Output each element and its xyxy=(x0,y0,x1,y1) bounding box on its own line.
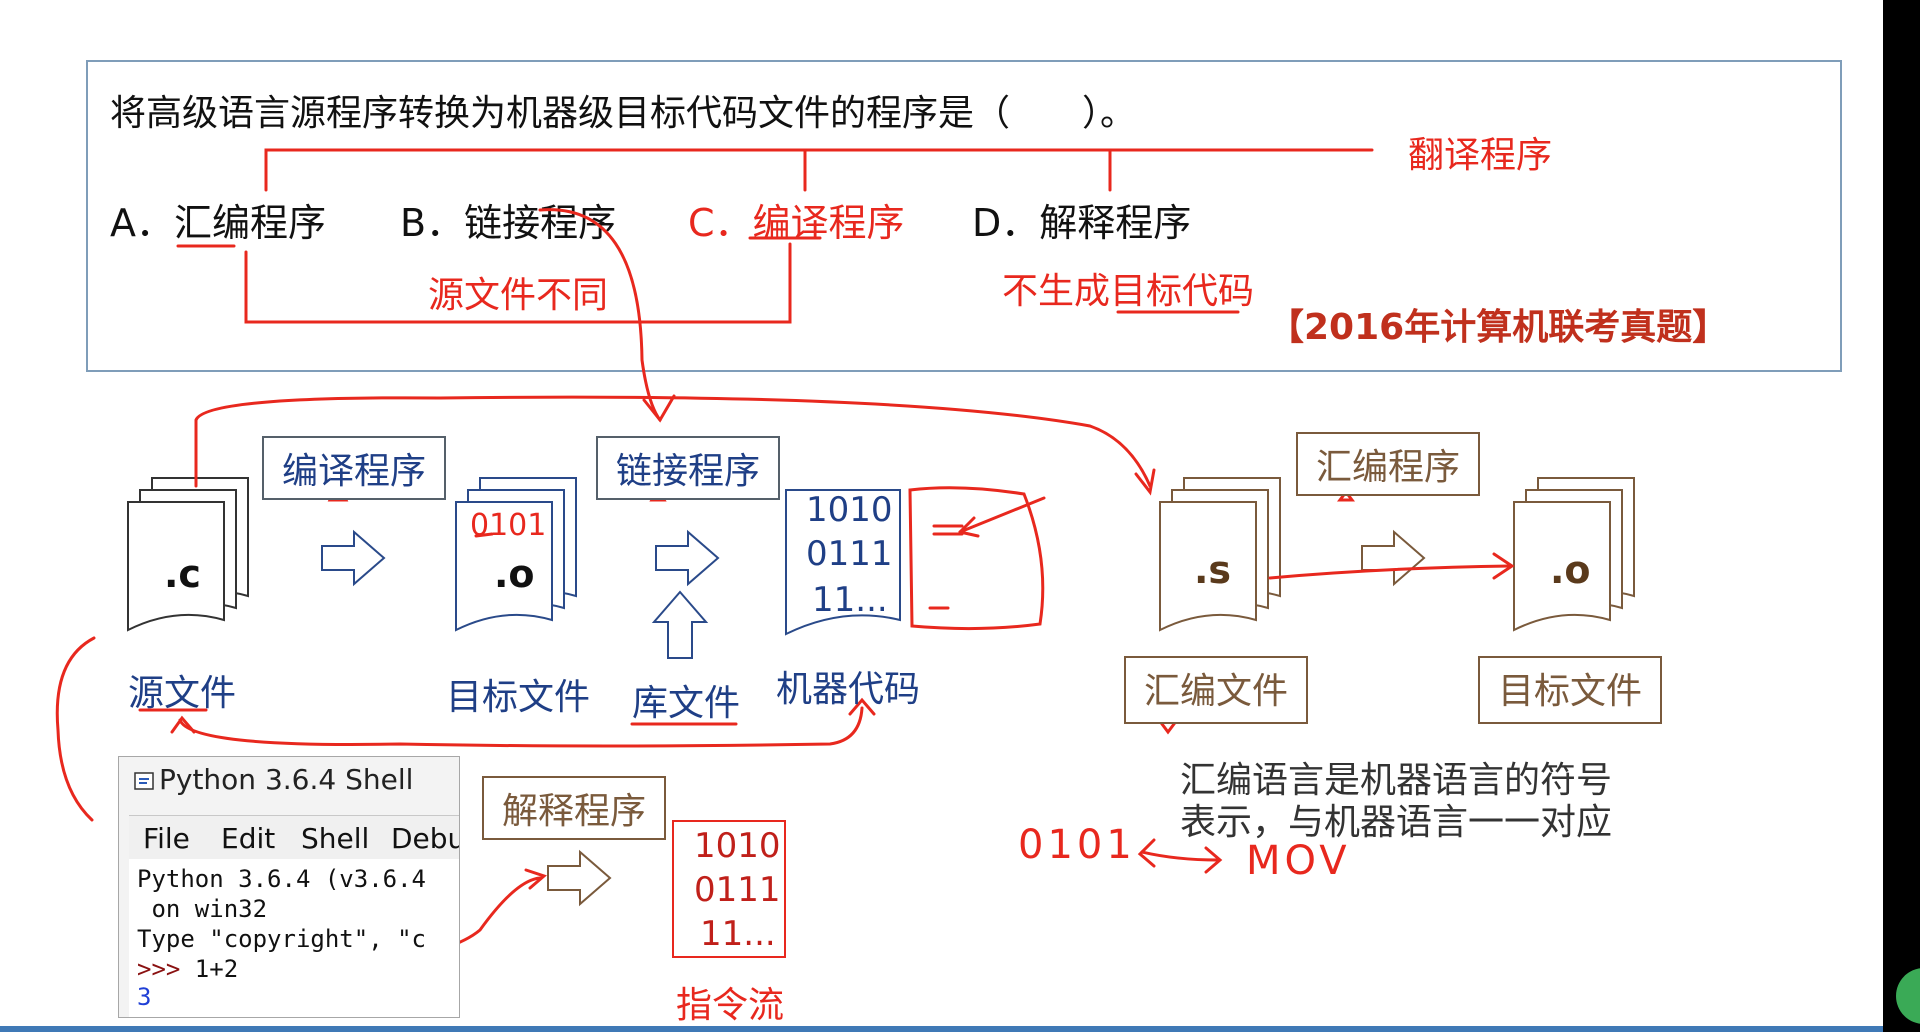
instr-line-2: 0111 xyxy=(694,870,781,910)
menu-file[interactable]: File xyxy=(143,822,190,855)
question-text: 将高级语言源程序转换为机器级目标代码文件的程序是（ ）。 xyxy=(110,93,1137,134)
arrow-library-up-icon xyxy=(651,590,709,659)
source-ext: .c xyxy=(164,552,201,596)
asm-note-line-1: 汇编语言是机器语言的符号 xyxy=(1180,760,1613,801)
library-file-label: 库文件 xyxy=(632,683,741,724)
machine-line-2: 0111 xyxy=(806,534,893,574)
option-b: B．链接程序 xyxy=(400,192,616,247)
interpreter-box: 解释程序 xyxy=(482,776,667,840)
asm-file-box: 汇编文件 xyxy=(1124,656,1309,724)
hand-mov: MOV xyxy=(1246,838,1351,884)
option-c-letter: C． xyxy=(688,201,753,245)
shell-input-line: >>> 1+2 xyxy=(137,955,238,983)
shell-title: Python 3.6.4 Shell xyxy=(159,763,414,796)
machine-line-3: 11... xyxy=(812,580,888,620)
shell-line-1: Python 3.6.4 (v3.6.4 xyxy=(137,865,426,893)
note-source-different: 源文件不同 xyxy=(428,275,609,316)
shell-output[interactable]: Python 3.6.4 (v3.6.4 on win32 Type "copy… xyxy=(129,859,459,1017)
option-d: D．解释程序 xyxy=(972,192,1191,247)
handwritten-object-bits: 0101 xyxy=(470,508,547,543)
object-ext-2: .o xyxy=(1550,548,1591,592)
option-a-label: 汇编程序 xyxy=(174,201,327,245)
machine-code-label: 机器代码 xyxy=(776,669,921,710)
shell-result: 3 xyxy=(137,983,152,1011)
bottom-rule xyxy=(0,1026,1883,1032)
arrow-link-icon xyxy=(655,529,720,587)
object-ext: .o xyxy=(494,552,535,596)
assembler-box: 汇编程序 xyxy=(1296,432,1481,496)
machine-line-1: 1010 xyxy=(806,490,893,530)
instruction-stream-label: 指令流 xyxy=(676,985,785,1026)
option-a: A．汇编程序 xyxy=(110,192,326,247)
arrow-assemble-icon xyxy=(1361,529,1426,587)
python-shell-icon xyxy=(134,772,154,790)
shell-input: 1+2 xyxy=(180,955,239,983)
corner-badge-icon[interactable] xyxy=(1896,968,1920,1024)
object-file-label: 目标文件 xyxy=(446,677,591,718)
instr-line-3: 11... xyxy=(700,914,776,954)
instruction-stream-box: 1010 0111 11... xyxy=(672,820,786,958)
arrow-compile-icon xyxy=(321,529,386,587)
menu-edit[interactable]: Edit xyxy=(221,822,276,855)
python-shell-window[interactable]: Python 3.6.4 Shell File Edit Shell Debu … xyxy=(118,756,460,1018)
menu-debug[interactable]: Debu xyxy=(391,822,460,855)
shell-line-3: Type "copyright", "c xyxy=(137,925,426,953)
option-d-label: 解释程序 xyxy=(1039,201,1192,245)
answer-note: 翻译程序 xyxy=(1408,135,1553,176)
asm-file-icon xyxy=(1159,477,1281,632)
object-file2-icon xyxy=(1513,477,1635,632)
option-b-label: 链接程序 xyxy=(464,201,617,245)
question-box: 将高级语言源程序转换为机器级目标代码文件的程序是（ ）。 A．汇编程序 B．链接… xyxy=(86,60,1842,372)
note-no-object-code: 不生成目标代码 xyxy=(1002,271,1255,312)
source-file-label: 源文件 xyxy=(128,673,237,714)
machine-code-icon xyxy=(785,489,901,636)
source-file-icon xyxy=(127,477,249,632)
shell-prompt: >>> xyxy=(137,955,181,983)
instr-line-1: 1010 xyxy=(694,826,781,866)
arrow-interpret-icon xyxy=(547,849,612,907)
option-b-letter: B． xyxy=(400,201,465,245)
menu-shell[interactable]: Shell xyxy=(301,822,370,855)
exam-source-tag: 【2016年计算机联考真题】 xyxy=(1268,307,1729,348)
shell-menu-bar: File Edit Shell Debu xyxy=(129,815,460,861)
linker-box: 链接程序 xyxy=(596,436,781,500)
asm-note-line-2: 表示，与机器语言一一对应 xyxy=(1180,802,1613,843)
hand-bits: 0101 xyxy=(1018,822,1136,868)
asm-ext: .s xyxy=(1194,548,1232,592)
compiler-box: 编译程序 xyxy=(262,436,447,500)
object-file2-box: 目标文件 xyxy=(1478,656,1663,724)
option-a-letter: A． xyxy=(110,201,174,245)
shell-line-2: on win32 xyxy=(137,895,268,923)
option-d-letter: D． xyxy=(972,201,1040,245)
